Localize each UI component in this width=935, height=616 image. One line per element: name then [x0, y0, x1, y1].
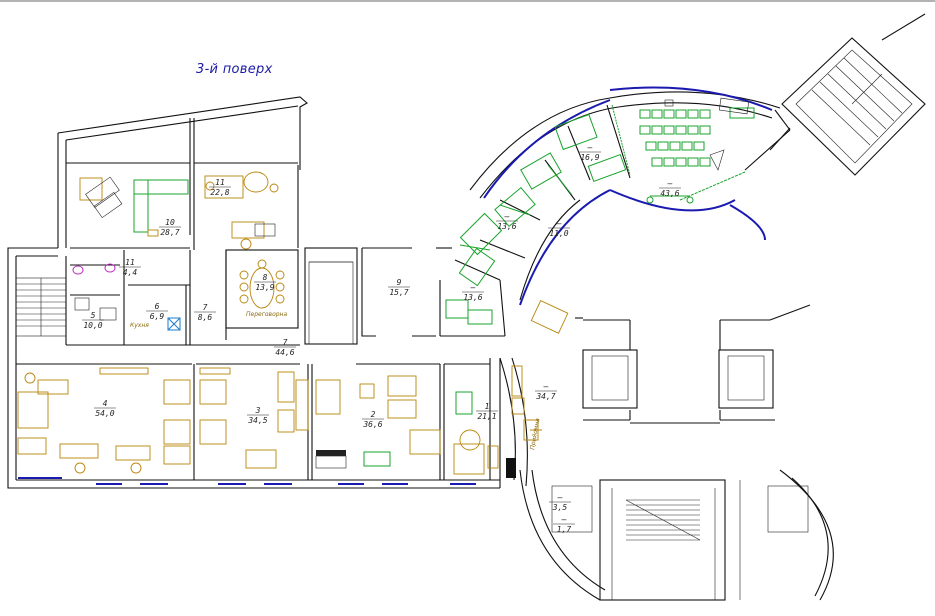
- room-area: 36,6: [362, 420, 382, 429]
- curved-wing: [439, 86, 791, 337]
- room-area: 15,7: [389, 288, 408, 297]
- room-number: 11: [215, 178, 225, 187]
- room-area: 22,8: [210, 188, 229, 197]
- room-labels: 1028,71122,8114,4813,9915,7510,066,978,6…: [82, 143, 681, 534]
- room-area: 44,6: [275, 348, 294, 357]
- room-area: 1,7: [557, 525, 572, 534]
- room-number: –: [667, 179, 673, 188]
- furniture: [17, 97, 755, 478]
- room-area: 34,7: [535, 392, 555, 401]
- room-number: 11: [125, 258, 135, 267]
- room-area: 6,9: [150, 312, 165, 321]
- windows: [18, 477, 476, 485]
- room-area: 54,0: [95, 409, 114, 418]
- walls: [7, 13, 926, 601]
- room-area: 16,9: [580, 153, 599, 162]
- room-number: –: [557, 493, 563, 502]
- room-number: –: [587, 143, 593, 152]
- room-area: 43,6: [660, 189, 679, 198]
- room-number: 7: [283, 338, 288, 347]
- room-number: –: [543, 382, 549, 391]
- kitchen-label: Кухня: [130, 322, 149, 329]
- room-area: 11,0: [549, 229, 568, 238]
- floor-title: 3-й поверх: [196, 62, 273, 77]
- room-area: 28,7: [160, 228, 179, 237]
- room-number: 8: [263, 273, 268, 282]
- reception-label: Прийомна: [529, 417, 541, 450]
- room-number: 9: [397, 278, 402, 287]
- room-number: 5: [91, 311, 96, 320]
- room-number: 3: [255, 406, 261, 415]
- room-number: 2: [371, 410, 376, 419]
- room-area: 34,5: [247, 416, 267, 425]
- room-number: 1: [485, 402, 490, 411]
- room-area: 10,0: [83, 321, 102, 330]
- room-number: –: [561, 515, 567, 524]
- room-number: 10: [165, 218, 175, 227]
- room-number: 6: [155, 302, 160, 311]
- room-area: 13,6: [463, 293, 482, 302]
- room-area: 13,6: [497, 222, 516, 231]
- room-number: 4: [103, 399, 108, 408]
- meeting-label: Переговорна: [246, 311, 287, 318]
- room-number: –: [504, 212, 510, 221]
- room-area: 8,6: [198, 313, 213, 322]
- room-area: 4,4: [123, 268, 138, 277]
- room-number: 7: [203, 303, 208, 312]
- room-number: –: [470, 283, 476, 292]
- room-area: 3,5: [552, 503, 568, 512]
- room-area: 13,9: [255, 283, 274, 292]
- room-area: 21,1: [477, 412, 496, 421]
- room-number: –: [556, 219, 562, 228]
